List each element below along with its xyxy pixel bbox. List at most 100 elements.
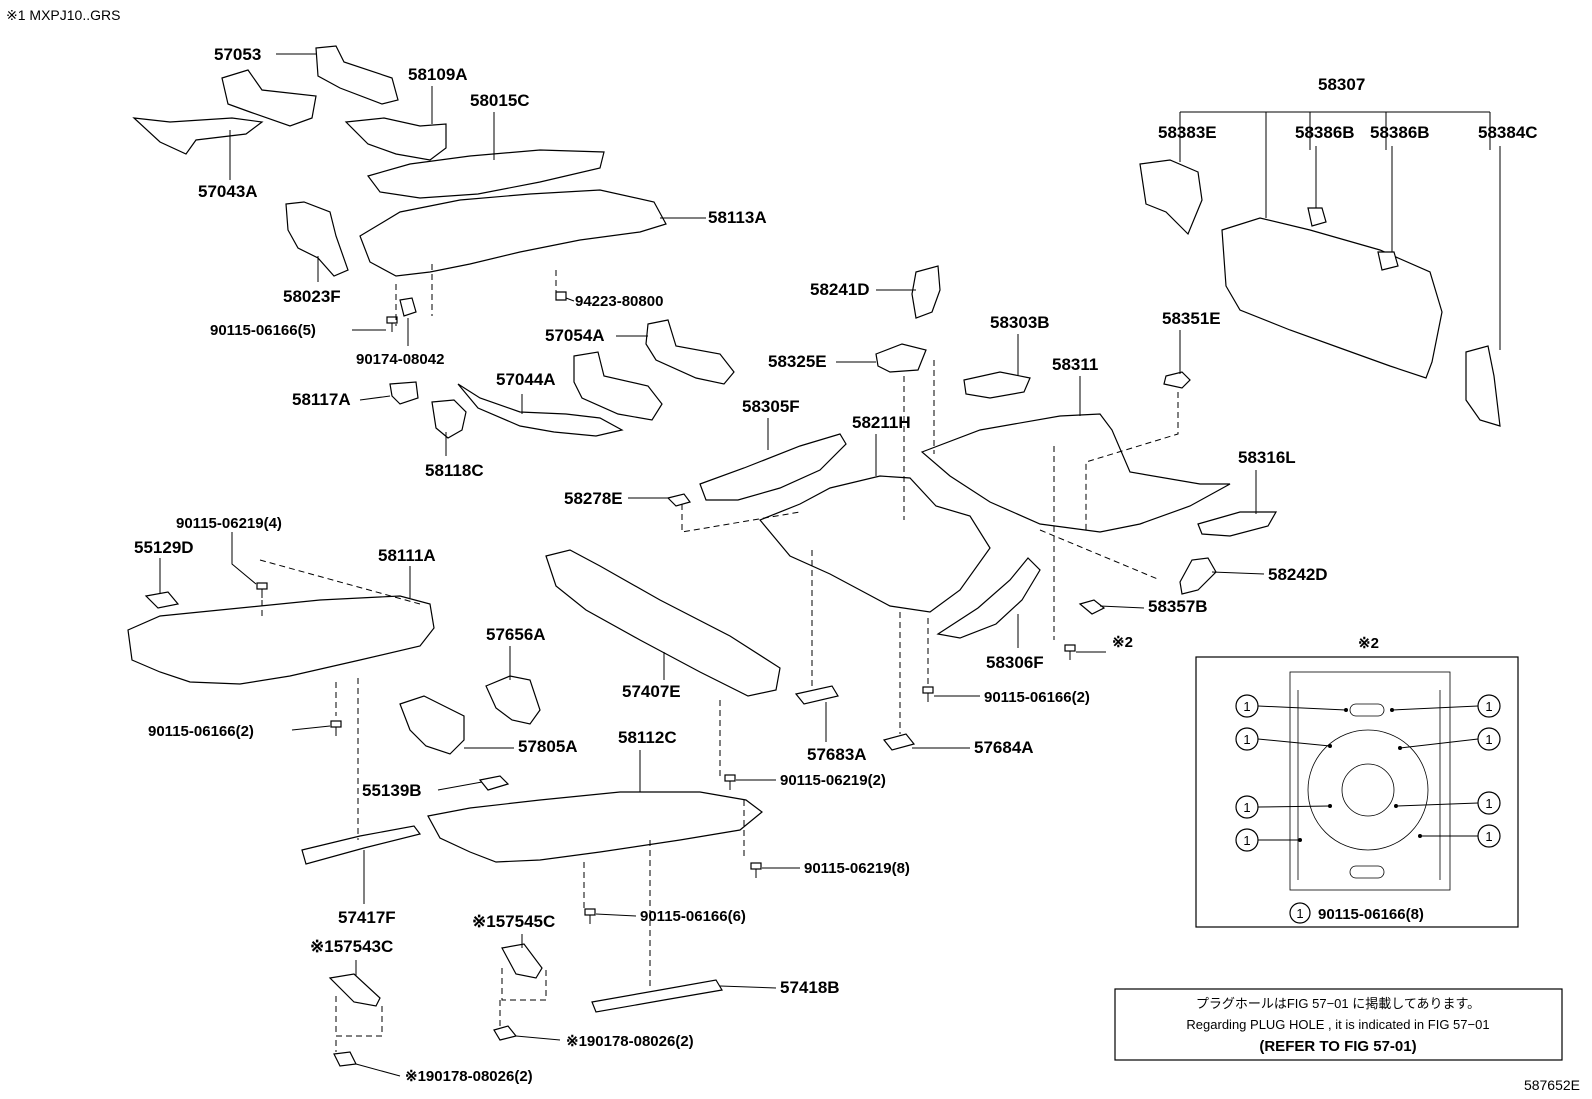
notice-reference: (REFER TO FIG 57-01) [1259, 1038, 1416, 1055]
part-label-94223-80800[interactable]: 94223-80800 [575, 293, 663, 310]
part-label-57805a[interactable]: 57805A [518, 737, 578, 756]
part-label-58357b[interactable]: 58357B [1148, 597, 1208, 616]
part-label-90115-06166-2-right[interactable]: 90115-06166(2) [984, 689, 1090, 706]
notice-japanese: プラグホールはFIG 57−01 に掲載してあります。 [1196, 996, 1480, 1011]
detail-box-title: ※2 [1358, 635, 1379, 652]
part-label-58118c[interactable]: 58118C [425, 461, 484, 480]
part-label-57417f[interactable]: 57417F [338, 908, 396, 927]
dashed-line-22 [335, 996, 383, 1037]
part-58307-panel [1221, 217, 1443, 379]
part-label-90115-06219-2[interactable]: 90115-06219(2) [780, 772, 886, 789]
part-57054a [645, 319, 735, 385]
part-58351e [1163, 371, 1191, 389]
part-label-90115-06166-6[interactable]: 90115-06166(6) [640, 908, 746, 925]
bolt-90115-06166-2-right [922, 686, 934, 702]
part-label-57054a[interactable]: 57054A [545, 326, 605, 345]
part-57543c [328, 973, 381, 1007]
part-label-58386b-left[interactable]: 58386B [1295, 123, 1355, 142]
model-note: ※1 MXPJ10..GRS [6, 7, 120, 23]
part-label-55129d[interactable]: 55129D [134, 538, 194, 557]
part-58325e [875, 343, 927, 373]
part-label-90115-06166-5[interactable]: 90115-06166(5) [210, 322, 316, 339]
part-label-57545c[interactable]: ※157545C [472, 912, 555, 931]
part-label-57044a[interactable]: 57044A [496, 370, 556, 389]
part-58386b-left [1307, 207, 1327, 227]
detail-callout-1: 1 [1235, 694, 1348, 718]
part-label-58278e[interactable]: 58278E [564, 489, 623, 508]
dashed-line-4 [259, 559, 421, 605]
lead-94223 [565, 297, 575, 302]
part-label-58242d[interactable]: 58242D [1268, 565, 1328, 584]
part-label-58307[interactable]: 58307 [1318, 75, 1365, 94]
part-label-90115-06219-4[interactable]: 90115-06219(4) [176, 515, 282, 532]
lead-90115-06166-6 [595, 913, 637, 917]
part-58306f [936, 557, 1041, 639]
part-label-58303b[interactable]: 58303B [990, 313, 1050, 332]
part-label-57656a[interactable]: 57656A [486, 625, 546, 644]
part-label-57043a[interactable]: 57043A [198, 182, 258, 201]
detail-callout-number: 1 [1485, 699, 1492, 714]
detail-callout-number: 1 [1243, 833, 1250, 848]
part-drawings [127, 45, 1501, 1067]
part-label-57543c[interactable]: ※157543C [310, 937, 393, 956]
part-label-58305f[interactable]: 58305F [742, 397, 800, 416]
detail-callout-number: 1 [1485, 829, 1492, 844]
detail-callout-number: 1 [1485, 732, 1492, 747]
part-label-90178-08026-upper[interactable]: ※190178-08026(2) [566, 1033, 694, 1050]
lead-58242d [1211, 571, 1265, 575]
part-label-58023f[interactable]: 58023F [283, 287, 341, 306]
part-label-57418b[interactable]: 57418B [780, 978, 840, 997]
detail-callout-4: 1 [1235, 828, 1302, 852]
part-label-58015c[interactable]: 58015C [470, 91, 530, 110]
part-label-90115-06219-8[interactable]: 90115-06219(8) [804, 860, 910, 877]
part-label-90174-08042[interactable]: 90174-08042 [356, 351, 444, 368]
part-label-58241d[interactable]: 58241D [810, 280, 870, 299]
part-58311 [920, 413, 1231, 533]
part-label-58386b-right[interactable]: 58386B [1370, 123, 1430, 142]
part-57044a-bracket [573, 351, 663, 421]
part-57683a [794, 685, 839, 705]
detail-callout-number: 1 [1243, 732, 1250, 747]
part-58386b-right [1377, 251, 1399, 271]
notice-box: プラグホールはFIG 57−01 に掲載してあります。 Regarding PL… [1114, 988, 1563, 1061]
part-label-58316l[interactable]: 58316L [1238, 448, 1296, 467]
part-58211h [759, 475, 991, 613]
part-label-90115-06166-2-left[interactable]: 90115-06166(2) [148, 723, 254, 740]
part-label-57684a[interactable]: 57684A [974, 738, 1034, 757]
part-label-58113a[interactable]: 58113A [708, 208, 767, 227]
part-label-58311[interactable]: 58311 [1052, 355, 1098, 374]
part-label-57053[interactable]: 57053 [214, 45, 261, 64]
part-label-90178-08026-lower[interactable]: ※190178-08026(2) [405, 1068, 533, 1085]
part-label-58117a[interactable]: 58117A [292, 390, 351, 409]
part-label-55139b[interactable]: 55139B [362, 781, 422, 800]
part-label-58384c[interactable]: 58384C [1478, 123, 1538, 142]
part-57407e [545, 549, 781, 697]
part-label-58383e[interactable]: 58383E [1158, 123, 1217, 142]
part-label-58325e[interactable]: 58325E [768, 352, 827, 371]
part-57053 [315, 45, 399, 105]
part-90174 [399, 297, 417, 317]
detail-callout-7: 1 [1394, 791, 1501, 815]
part-label-58211h[interactable]: 58211H [852, 413, 911, 432]
part-label-58351e[interactable]: 58351E [1162, 309, 1221, 328]
part-label-58306f[interactable]: 58306F [986, 653, 1044, 672]
detail-callout-number: 1 [1485, 796, 1492, 811]
detail-callout-number: 1 [1243, 699, 1250, 714]
part-label-58111a[interactable]: 58111A [378, 546, 436, 565]
part-label-note2: ※2 [1112, 634, 1133, 651]
part-57044a-strip [457, 383, 624, 437]
part-58303b [963, 371, 1031, 399]
part-label-58109a[interactable]: 58109A [408, 65, 468, 84]
part-label-57683a[interactable]: 57683A [807, 745, 867, 764]
part-57043a-rail [221, 69, 317, 127]
part-58278e [666, 493, 692, 507]
bolt-note2 [1064, 644, 1076, 660]
part-label-58112c[interactable]: 58112C [618, 728, 677, 747]
part-58305f [699, 433, 847, 501]
part-label-57407e[interactable]: 57407E [622, 682, 681, 701]
part-58111a [127, 595, 435, 685]
detail-callout-number: 1 [1243, 800, 1250, 815]
lead-90115-06219-4 [231, 532, 257, 585]
